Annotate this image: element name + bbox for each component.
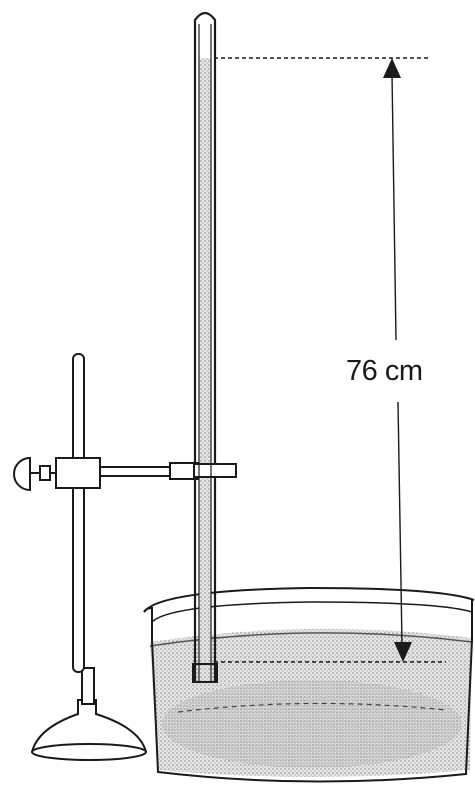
dimension-line-lower (397, 401, 403, 645)
clamp-boss (55, 457, 101, 489)
thumb-screw-knob (13, 456, 31, 492)
mercury-surface (149, 632, 473, 647)
trough-rim-inner (151, 601, 473, 623)
mercury-column (199, 58, 211, 666)
thumb-screw-nut (39, 465, 51, 481)
clamp-arm (99, 466, 175, 477)
arrow-up (383, 58, 401, 78)
height-label: 76 cm (346, 352, 446, 390)
stand-base-rim (31, 743, 147, 761)
stand-rod (72, 353, 85, 673)
glass-tube (192, 11, 237, 683)
stand-foot-collar (81, 667, 95, 705)
retort-stand (13, 353, 237, 762)
arrow-down (394, 642, 412, 662)
mercury-trough (143, 586, 475, 783)
tube-outline (193, 11, 217, 682)
dimension-line-upper (391, 73, 397, 341)
trough-rim (143, 586, 475, 613)
height-dimension (214, 57, 446, 663)
